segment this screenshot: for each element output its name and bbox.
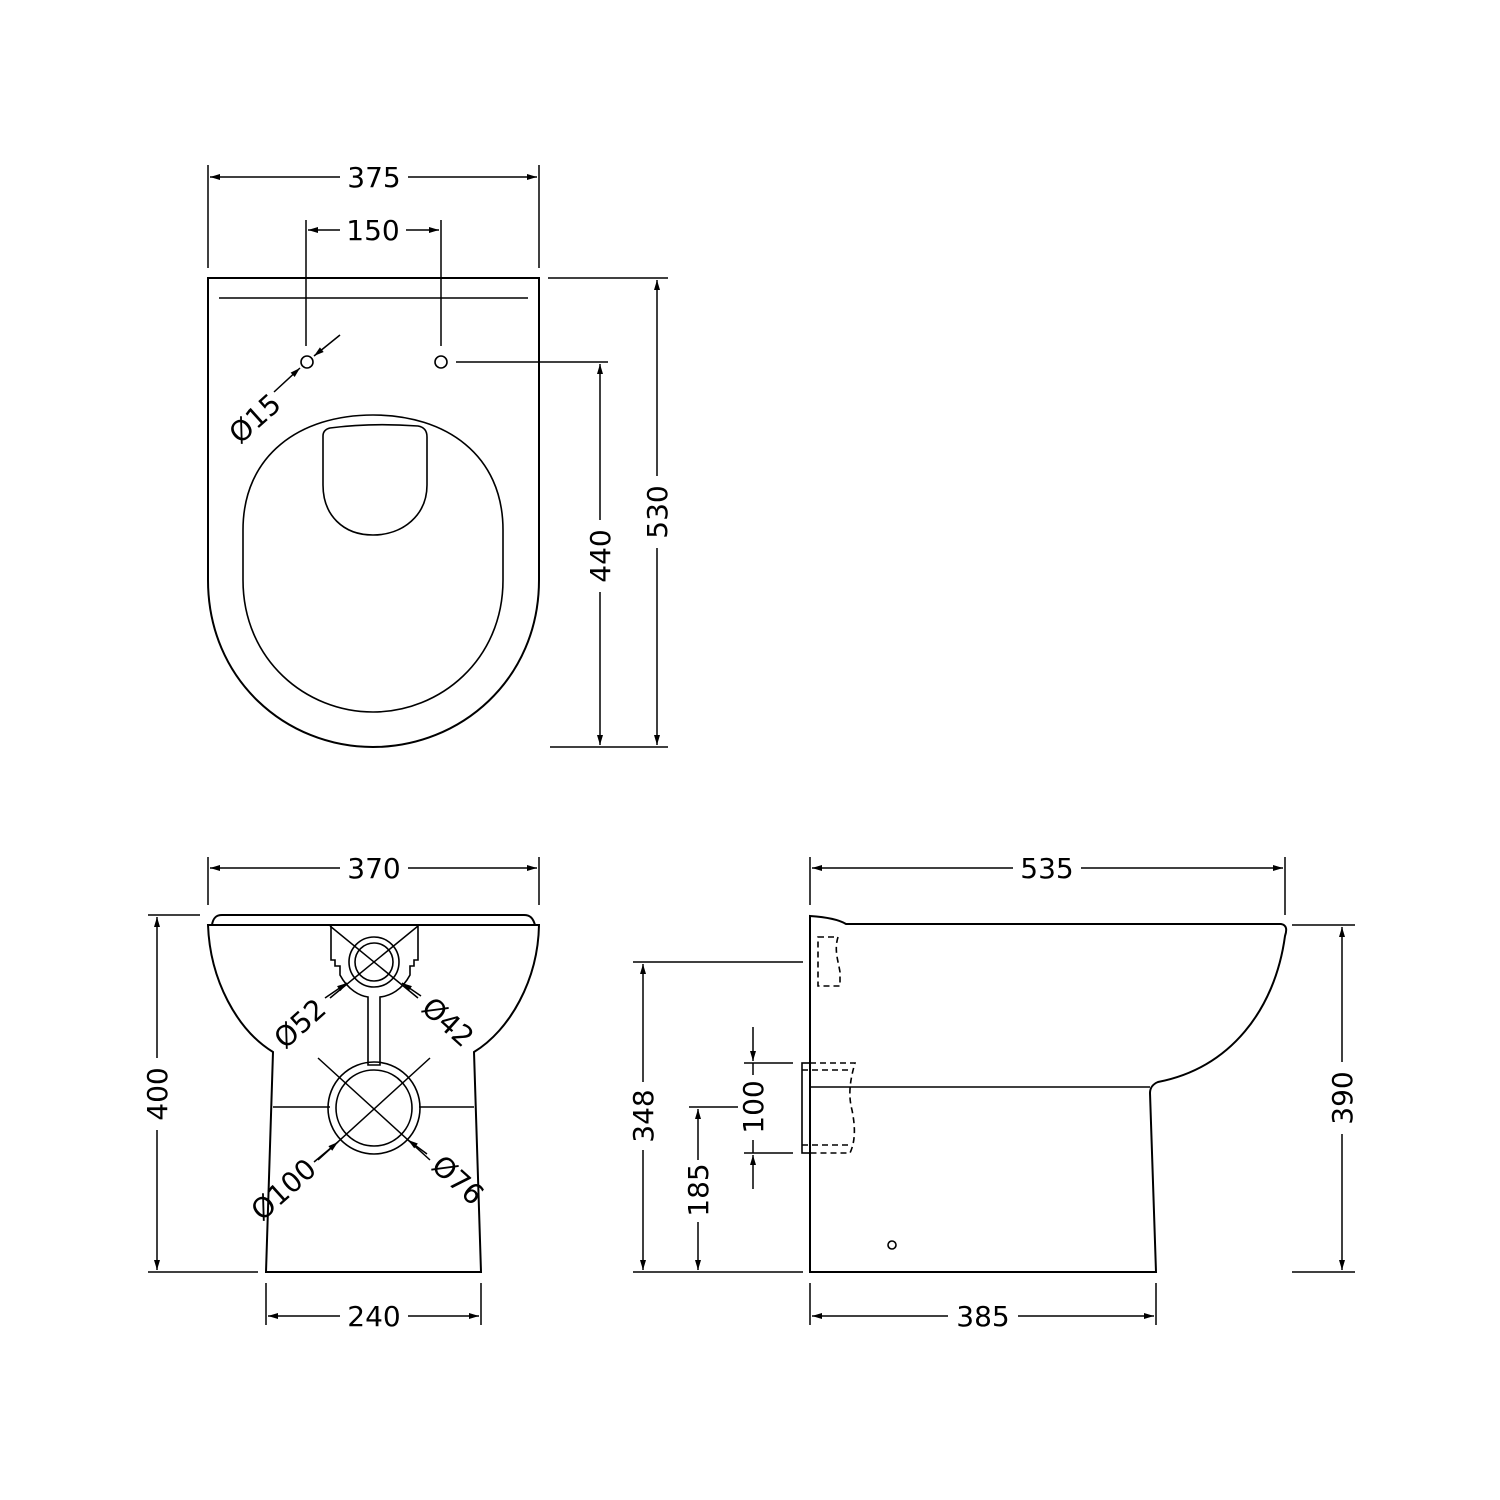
top-view: 375 150 Ø15 440 530 [207, 161, 674, 749]
inlet-outer [348, 936, 400, 988]
back-view: Ø52 Ø42 Ø100 Ø76 370 400 240 [141, 852, 541, 1333]
seat-outline [242, 414, 504, 713]
dim-top-width: 375 [347, 161, 400, 194]
dim-outlet-centre-height: 185 [682, 1163, 715, 1216]
back-view-seat-edge [211, 914, 536, 926]
dim-inlet-height: 348 [627, 1089, 660, 1142]
dim-side-height: 390 [1326, 1071, 1359, 1124]
side-view: 535 390 348 185 100 385 [627, 852, 1359, 1333]
fixing-hole-side [887, 1240, 897, 1250]
inlet-housing [330, 925, 419, 1066]
outlet-outer [327, 1061, 421, 1155]
fixing-hole-right [434, 355, 448, 369]
inlet-inner [354, 942, 394, 982]
fixing-hole-left [300, 355, 314, 369]
dim-depth-overall: 530 [641, 485, 674, 538]
dim-outlet-outer-diameter: Ø100 [245, 1152, 323, 1227]
dim-fixing-hole-diameter: Ø15 [223, 387, 288, 450]
dim-back-width-base: 240 [347, 1300, 400, 1333]
dim-outlet-height: 100 [737, 1080, 770, 1133]
dim-inlet-inner-diameter: Ø42 [415, 991, 480, 1054]
dim-outlet-inner-diameter: Ø76 [425, 1149, 490, 1212]
dim-base-length: 385 [956, 1300, 1009, 1333]
outlet-inner [335, 1069, 413, 1147]
side-view-outline [809, 914, 1288, 1273]
dim-depth-to-fixing: 440 [584, 529, 617, 582]
back-view-body-outline [206, 924, 541, 1273]
dim-fixing-spacing: 150 [346, 214, 399, 247]
dim-inlet-outer-diameter: Ø52 [268, 992, 333, 1055]
dim-back-height: 400 [141, 1067, 174, 1120]
seat-cutout [322, 423, 428, 536]
dim-back-width-top: 370 [347, 852, 400, 885]
dim-side-length: 535 [1020, 852, 1073, 885]
top-view-outline [207, 277, 540, 749]
